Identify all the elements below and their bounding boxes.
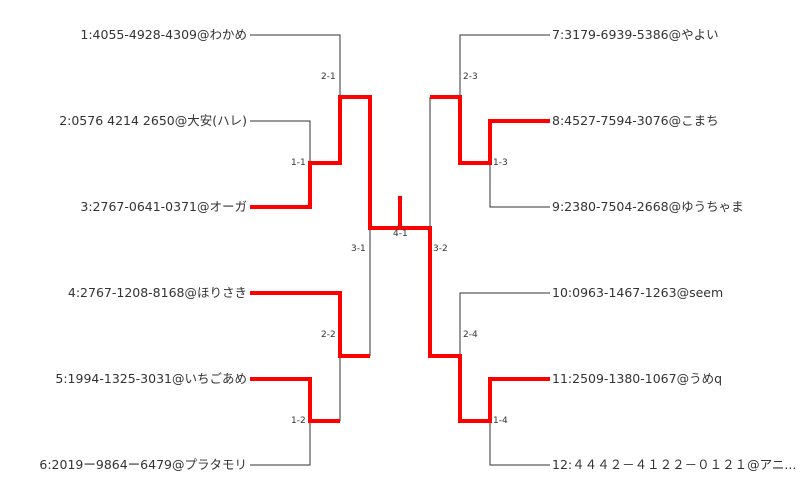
winner-path-p8 [430, 95, 550, 165]
player-4[interactable]: 4:2767-1208-8168@ほりさき [67, 285, 247, 300]
player-9[interactable]: 9:2380-7504-2668@ゆうちゃま [552, 199, 744, 214]
bracket-line-p6 [250, 421, 311, 466]
match-label-3-1[interactable]: 3-1 [351, 244, 366, 254]
player-3[interactable]: 3:2767-0641-0371@オーガ [80, 199, 247, 214]
match-label-2-4[interactable]: 2-4 [463, 330, 478, 340]
player-11[interactable]: 11:2509-1380-1067@うめq [552, 371, 723, 386]
player-10[interactable]: 10:0963-1467-1263@seem [552, 285, 724, 300]
bracket-line-p2 [250, 120, 311, 163]
match-label-4-1[interactable]: 4-1 [393, 229, 408, 239]
player-12[interactable]: 12:４４４２－４１２２－０１２１@アニ... [552, 457, 797, 472]
player-8[interactable]: 8:4527-7594-3076@こまち [552, 113, 719, 128]
winner-path-p5 [250, 377, 340, 423]
player-5[interactable]: 5:1994-1325-3031@いちごあめ [55, 371, 247, 386]
player-7[interactable]: 7:3179-6939-5386@やよい [552, 27, 719, 42]
bracket-line-3-1 [369, 227, 400, 356]
bracket-line-p7 [459, 34, 550, 97]
bracket-line-p1 [250, 34, 341, 97]
match-label-3-2[interactable]: 3-2 [433, 244, 448, 254]
winner-path-p11 [398, 196, 550, 423]
bracket-line-p9 [489, 163, 550, 208]
winner-path-p3 [250, 95, 400, 230]
match-label-1-1[interactable]: 1-1 [291, 158, 306, 168]
match-label-2-2[interactable]: 2-2 [321, 330, 336, 340]
bracket-line-p10 [459, 292, 550, 356]
match-label-2-1[interactable]: 2-1 [321, 72, 336, 82]
match-label-1-4[interactable]: 1-4 [493, 416, 508, 426]
player-6[interactable]: 6:2019ー9864ー6479@プラタモリ [39, 457, 247, 472]
match-label-2-3[interactable]: 2-3 [463, 72, 478, 82]
match-label-1-3[interactable]: 1-3 [493, 158, 508, 168]
bracket-line-3-2-upper [400, 97, 431, 229]
winner-path-p4 [250, 291, 370, 358]
player-1[interactable]: 1:4055-4928-4309@わかめ [80, 27, 247, 42]
player-2[interactable]: 2:0576 4214 2650@大安(ハレ) [59, 113, 247, 128]
bracket-line-p12 [489, 421, 550, 466]
match-label-1-2[interactable]: 1-2 [291, 416, 306, 426]
